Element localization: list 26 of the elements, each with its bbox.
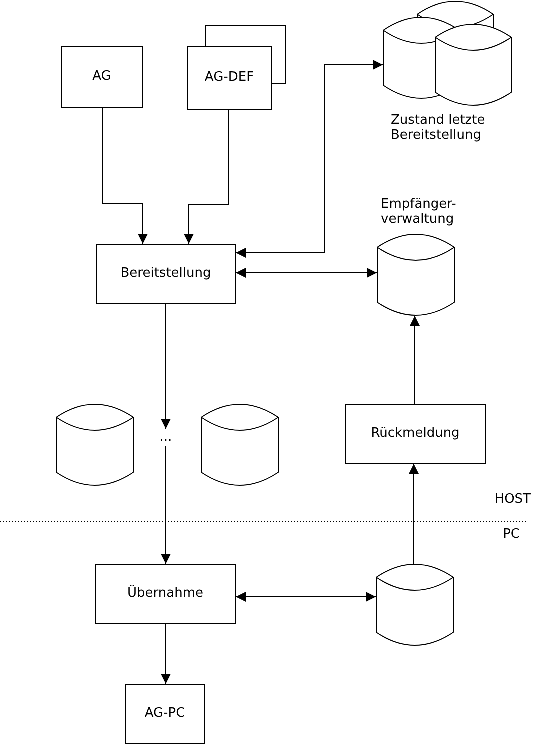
database-label: Zustand letzte Bereitstellung <box>391 113 486 143</box>
arrow <box>410 316 420 404</box>
process-box <box>125 684 205 744</box>
process-label: AG-DEF <box>204 70 254 86</box>
arrow <box>161 446 171 564</box>
zone-label: HOST <box>494 492 531 508</box>
double-headed-arrow <box>236 60 384 258</box>
process-box <box>61 46 143 108</box>
zone-label: PC <box>503 527 520 543</box>
process-box <box>96 244 236 304</box>
ellipsis-label: ... <box>160 429 172 446</box>
double-headed-arrow <box>236 268 378 278</box>
process-label: Bereitstellung <box>120 266 212 282</box>
arrow <box>161 304 171 430</box>
double-headed-arrow <box>236 592 376 602</box>
process-label: AG <box>92 69 112 85</box>
process-label: Übernahme <box>128 586 204 602</box>
arrow <box>161 624 171 684</box>
arrow <box>184 110 230 244</box>
process-box <box>345 404 486 464</box>
process-box <box>95 564 236 624</box>
database-label: Empfänger- verwaltung <box>381 197 456 227</box>
arrow <box>102 108 148 244</box>
arrow <box>409 464 419 564</box>
process-label: AG-PC <box>144 706 186 722</box>
process-label: Rückmeldung <box>371 426 460 442</box>
